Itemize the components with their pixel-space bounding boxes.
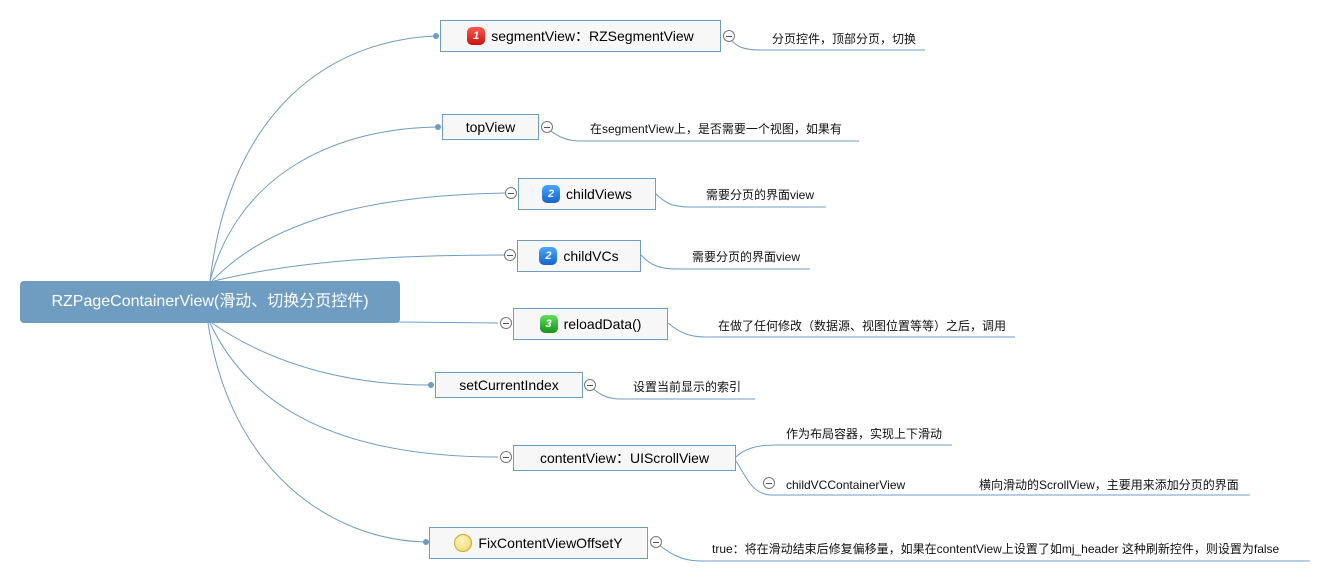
note-child-views: 需要分页的界面view	[706, 188, 815, 202]
connector-dot	[435, 124, 441, 130]
note-fix-content-view-offset-y: true：将在滑动结束后修复偏移量，如果在contentView上设置了如mj_…	[712, 542, 1280, 556]
node-label: setCurrentIndex	[459, 377, 559, 393]
collapse-icon[interactable]	[505, 187, 517, 199]
node-child-vcs[interactable]: 2 childVCs	[517, 240, 641, 272]
collapse-icon[interactable]	[584, 379, 596, 391]
node-segment-view[interactable]: 1 segmentView：RZSegmentView	[440, 20, 721, 52]
priority-2-icon: 2	[542, 185, 561, 203]
collapse-icon[interactable]	[504, 249, 516, 261]
note-segment-view: 分页控件，顶部分页，切换	[772, 32, 917, 46]
priority-2-icon: 2	[539, 247, 558, 265]
collapse-icon[interactable]	[500, 451, 512, 463]
node-label: reloadData()	[563, 316, 642, 332]
node-reload-data[interactable]: 3 reloadData()	[513, 308, 668, 340]
collapse-icon[interactable]	[541, 121, 553, 133]
node-label: segmentView：RZSegmentView	[491, 28, 694, 44]
connector-dot	[433, 33, 439, 39]
collapse-icon[interactable]	[723, 30, 735, 42]
note-top-view: 在segmentView上，是否需要一个视图，如果有	[590, 122, 842, 136]
node-label: topView	[465, 119, 516, 135]
note-set-current-index: 设置当前显示的索引	[633, 380, 742, 394]
smiley-icon	[454, 534, 473, 552]
note-reload-data: 在做了任何修改（数据源、视图位置等等）之后，调用	[718, 319, 1007, 333]
node-fix-content-view-offset-y[interactable]: FixContentViewOffsetY	[429, 527, 648, 559]
node-label: childViews	[566, 186, 632, 202]
note-child-vcs: 需要分页的界面view	[692, 250, 801, 264]
connector-dot	[428, 382, 434, 388]
note-child-vc-container-view: 横向滑动的ScrollView，主要用来添加分页的界面	[979, 478, 1239, 492]
priority-3-icon: 3	[539, 315, 558, 333]
node-child-views[interactable]: 2 childViews	[518, 178, 656, 210]
node-child-vc-container-view[interactable]: childVCContainerView	[786, 478, 906, 492]
node-content-view[interactable]: contentView：UIScrollView	[513, 445, 736, 471]
root-node[interactable]: RZPageContainerView(滑动、切换分页控件)	[20, 281, 400, 323]
node-top-view[interactable]: topView	[442, 114, 539, 140]
collapse-icon[interactable]	[650, 536, 662, 548]
priority-1-icon: 1	[467, 27, 486, 45]
node-set-current-index[interactable]: setCurrentIndex	[435, 372, 583, 398]
collapse-icon[interactable]	[500, 317, 512, 329]
node-label: FixContentViewOffsetY	[478, 535, 623, 551]
note-content-view: 作为布局容器，实现上下滑动	[786, 427, 943, 441]
connector-dot	[423, 539, 429, 545]
collapse-icon[interactable]	[763, 477, 775, 489]
node-label: contentView：UIScrollView	[539, 450, 710, 466]
node-label: childVCs	[563, 248, 619, 264]
